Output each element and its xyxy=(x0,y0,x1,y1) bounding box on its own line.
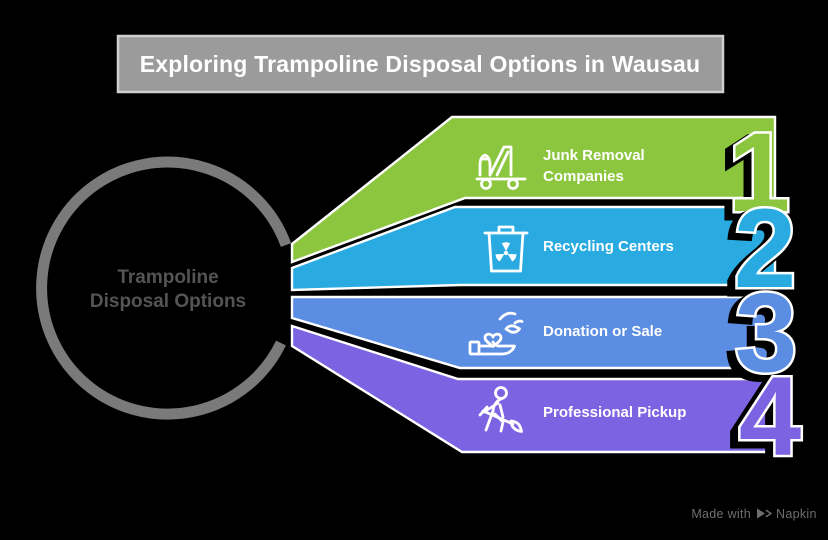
band-shape-4 xyxy=(290,324,777,454)
watermark: Made with Napkin xyxy=(691,507,816,521)
watermark-prefix: Made with xyxy=(691,507,751,521)
band-donation-or-sale: Donation or Sale xyxy=(290,295,777,370)
band-label-4: Professional Pickup xyxy=(543,404,686,421)
band-label-1-line2: Companies xyxy=(543,168,624,185)
band-label-3: Donation or Sale xyxy=(543,323,662,340)
band-shape-2 xyxy=(290,205,777,292)
hub-circle: Trampoline Disposal Options xyxy=(36,156,292,420)
person-shovel-icon xyxy=(478,386,523,433)
number-4: 4 xyxy=(739,354,801,479)
band-label-1-line1: Junk Removal xyxy=(543,147,645,164)
number-1-shadow: 1 xyxy=(722,115,784,240)
page-title: Exploring Trampoline Disposal Options in… xyxy=(140,51,701,77)
number-4-shadow: 4 xyxy=(733,359,795,484)
hand-heart-icon xyxy=(468,311,524,356)
napkin-logo-icon xyxy=(757,508,772,519)
band-label-2: Recycling Centers xyxy=(543,238,674,255)
hub-label-line1: Trampoline xyxy=(117,267,218,288)
band-numbers: 1 1 2 2 3 3 4 4 xyxy=(717,108,803,489)
band-recycling-centers: Recycling Centers xyxy=(290,205,777,292)
band-junk-removal: Junk Removal Companies xyxy=(290,115,777,264)
stairs-truck-icon xyxy=(475,145,527,190)
number-3-shadow: 3 xyxy=(729,275,791,400)
title-banner-box xyxy=(116,34,725,94)
title-banner: Exploring Trampoline Disposal Options in… xyxy=(116,34,725,94)
number-1: 1 xyxy=(728,110,790,235)
number-2: 2 xyxy=(734,186,796,311)
hub-ring xyxy=(36,156,292,420)
number-2-shadow: 2 xyxy=(728,191,790,316)
band-shape-1 xyxy=(290,115,777,264)
band-professional-pickup: Professional Pickup xyxy=(290,324,777,454)
hub-label-line2: Disposal Options xyxy=(90,291,246,312)
hazard-bin-icon xyxy=(483,225,529,273)
band-shape-3 xyxy=(290,295,777,370)
watermark-brand: Napkin xyxy=(776,507,817,521)
number-3: 3 xyxy=(735,270,797,395)
